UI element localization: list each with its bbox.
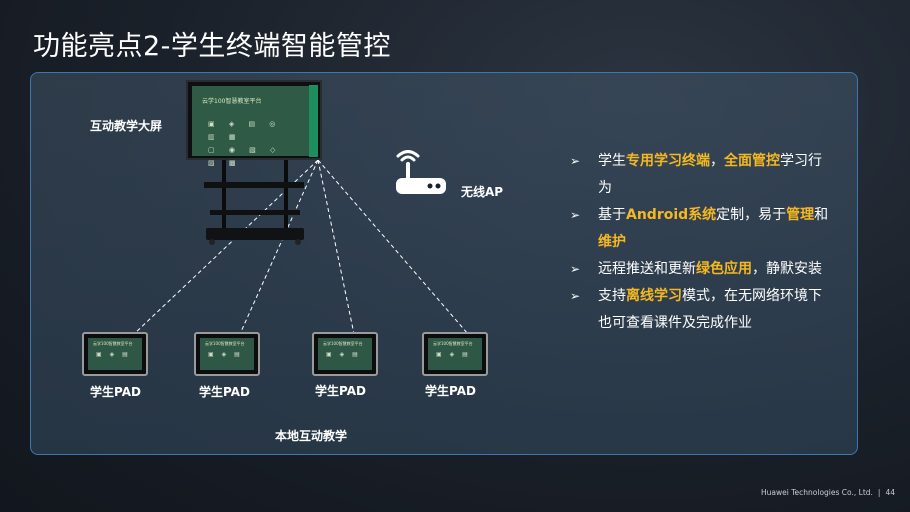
feature-text: 模式，在无网络环境下也可查看课件及完成作业: [598, 288, 822, 331]
link-line-pad-2: [239, 159, 319, 335]
pad-screen-text: 云学100智慧教室平台: [93, 341, 133, 346]
feature-highlight: 绿色应用: [696, 261, 752, 277]
arrow-bullet-icon: ➢: [570, 208, 581, 222]
interactive-board: 云学100智慧教室平台 ▣ ◈ ▤ ◎ ▥ ▦▢ ◉ ▧ ◇ ▨ ▩: [186, 80, 322, 167]
board-label: 互动教学大屏: [90, 119, 163, 133]
feature-text: 学习行为: [598, 153, 822, 196]
feature-highlight: 离线学习: [626, 288, 682, 304]
board-screen-text: 云学100智慧教室平台: [202, 98, 262, 105]
pad-label-3: 学生PAD: [315, 384, 366, 398]
board-side-bar: [309, 85, 318, 157]
student-pad-1: 云学100智慧教室平台 ▣ ◈ ▤: [82, 332, 148, 376]
pad-label-1: 学生PAD: [90, 385, 141, 399]
page-title: 功能亮点2-学生终端智能管控: [33, 31, 391, 62]
arrow-bullet-icon: ➢: [570, 154, 581, 168]
wifi-router-icon: [396, 150, 446, 194]
feature-text: ，静默安装: [752, 261, 822, 277]
feature-list: ➢ 学生专用学习终端，全面管控学习行为 ➢ 基于Android系统定制，易于管理…: [570, 148, 832, 337]
ap-label: 无线AP: [461, 185, 504, 199]
feature-text: 学生: [598, 153, 626, 169]
pad-app-icons: ▣ ◈ ▤: [96, 351, 131, 358]
board-app-icons: ▣ ◈ ▤ ◎ ▥ ▦▢ ◉ ▧ ◇ ▨ ▩: [208, 120, 282, 167]
feature-text: 远程推送和更新: [598, 261, 696, 277]
feature-highlight: Android系统: [626, 207, 717, 223]
feature-text: 和: [814, 207, 829, 223]
pad-screen-text: 云学100智慧教室平台: [433, 341, 473, 346]
pad-label-4: 学生PAD: [425, 384, 476, 398]
content-panel: [30, 72, 858, 455]
diagram-caption: 本地互动教学: [275, 429, 348, 443]
student-pad-4: 云学100智慧教室平台 ▣ ◈ ▤: [422, 332, 488, 376]
feature-text: ，: [710, 153, 724, 169]
feature-item-3: ➢ 远程推送和更新绿色应用，静默安装: [570, 256, 832, 283]
footer: Huawei Technologies Co., Ltd. | 44: [761, 488, 895, 497]
arrow-bullet-icon: ➢: [570, 262, 581, 276]
feature-text: 定制，易于: [716, 207, 787, 223]
arrow-bullet-icon: ➢: [570, 289, 581, 303]
pad-app-icons: ▣ ◈ ▤: [326, 351, 361, 358]
pad-screen-text: 云学100智慧教室平台: [205, 341, 245, 346]
footer-company: Huawei Technologies Co., Ltd.: [761, 488, 873, 497]
link-line-pad-4: [317, 159, 469, 335]
pad-app-icons: ▣ ◈ ▤: [208, 351, 243, 358]
pad-screen-text: 云学100智慧教室平台: [323, 341, 363, 346]
board-screen: 云学100智慧教室平台 ▣ ◈ ▤ ◎ ▥ ▦▢ ◉ ▧ ◇ ▨ ▩: [192, 86, 310, 167]
student-pad-2: 云学100智慧教室平台 ▣ ◈ ▤: [194, 332, 260, 376]
footer-separator: |: [877, 488, 881, 497]
feature-text: 基于: [598, 207, 626, 223]
feature-text: 支持: [598, 288, 626, 304]
feature-highlight: 全面管控: [724, 153, 780, 169]
feature-highlight: 维护: [598, 234, 626, 250]
feature-item-2: ➢ 基于Android系统定制，易于管理和维护: [570, 202, 832, 256]
student-pad-3: 云学100智慧教室平台 ▣ ◈ ▤: [312, 332, 378, 376]
pad-label-2: 学生PAD: [199, 385, 250, 399]
board-stand: [204, 160, 304, 245]
feature-item-4: ➢ 支持离线学习模式，在无网络环境下也可查看课件及完成作业: [570, 283, 832, 337]
page-number: 44: [885, 488, 895, 497]
feature-highlight: 管理: [786, 207, 815, 223]
feature-highlight: 专用学习终端: [626, 153, 710, 169]
link-line-pad-3: [317, 159, 355, 335]
pad-app-icons: ▣ ◈ ▤: [436, 351, 471, 358]
feature-item-1: ➢ 学生专用学习终端，全面管控学习行为: [570, 148, 832, 202]
